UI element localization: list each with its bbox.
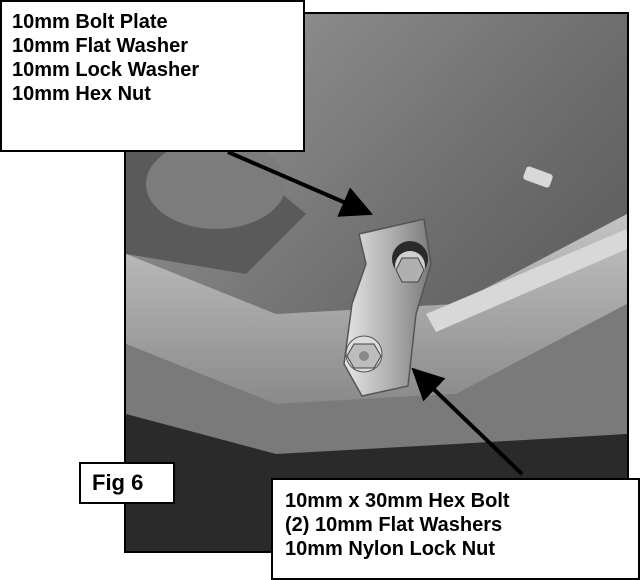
callout-line: 10mm Bolt Plate	[12, 11, 168, 33]
callout-line: 10mm Flat Washer	[12, 35, 188, 57]
hardware-callout-top: 10mm Bolt Plate 10mm Flat Washer 10mm Lo…	[0, 0, 305, 152]
figure-label-text: Fig 6	[92, 470, 144, 495]
callout-line: (2) 10mm Flat Washers	[285, 514, 503, 536]
callout-line: 10mm x 30mm Hex Bolt	[285, 490, 510, 512]
callout-line: 10mm Lock Washer	[12, 59, 200, 81]
figure-label: Fig 6	[79, 462, 175, 504]
callout-line: 10mm Nylon Lock Nut	[285, 538, 496, 560]
hardware-callout-bottom: 10mm x 30mm Hex Bolt (2) 10mm Flat Washe…	[271, 478, 640, 580]
callout-line: 10mm Hex Nut	[12, 83, 151, 105]
